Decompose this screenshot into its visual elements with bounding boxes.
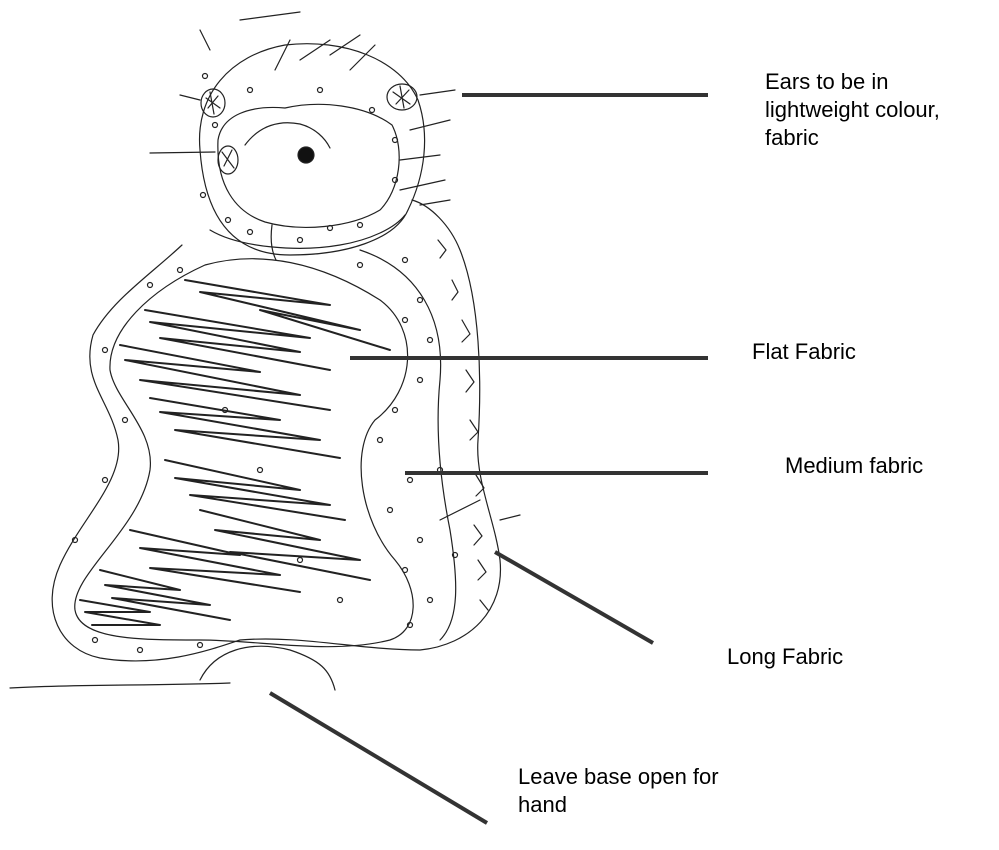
face-outline [218, 104, 399, 227]
left-ear [201, 89, 225, 117]
leader-line-base [270, 693, 487, 823]
label-flat-fabric: Flat Fabric [752, 338, 856, 366]
flat-fabric-hatching [80, 280, 390, 625]
ground-line [10, 683, 230, 688]
label-long-fabric: Long Fabric [727, 643, 843, 671]
brow [245, 123, 330, 148]
body-outer-outline [52, 200, 500, 661]
leader-line-long [495, 552, 653, 643]
right-eye [298, 147, 314, 163]
label-leave-base-open: Leave base open for hand [518, 763, 838, 819]
right-ear [387, 84, 417, 110]
head-seam [271, 225, 276, 260]
neck-curve [210, 215, 405, 248]
left-eye [218, 146, 238, 174]
label-ears: Ears to be in lightweight colour, fabric [765, 68, 995, 152]
label-medium-fabric: Medium fabric [785, 452, 923, 480]
